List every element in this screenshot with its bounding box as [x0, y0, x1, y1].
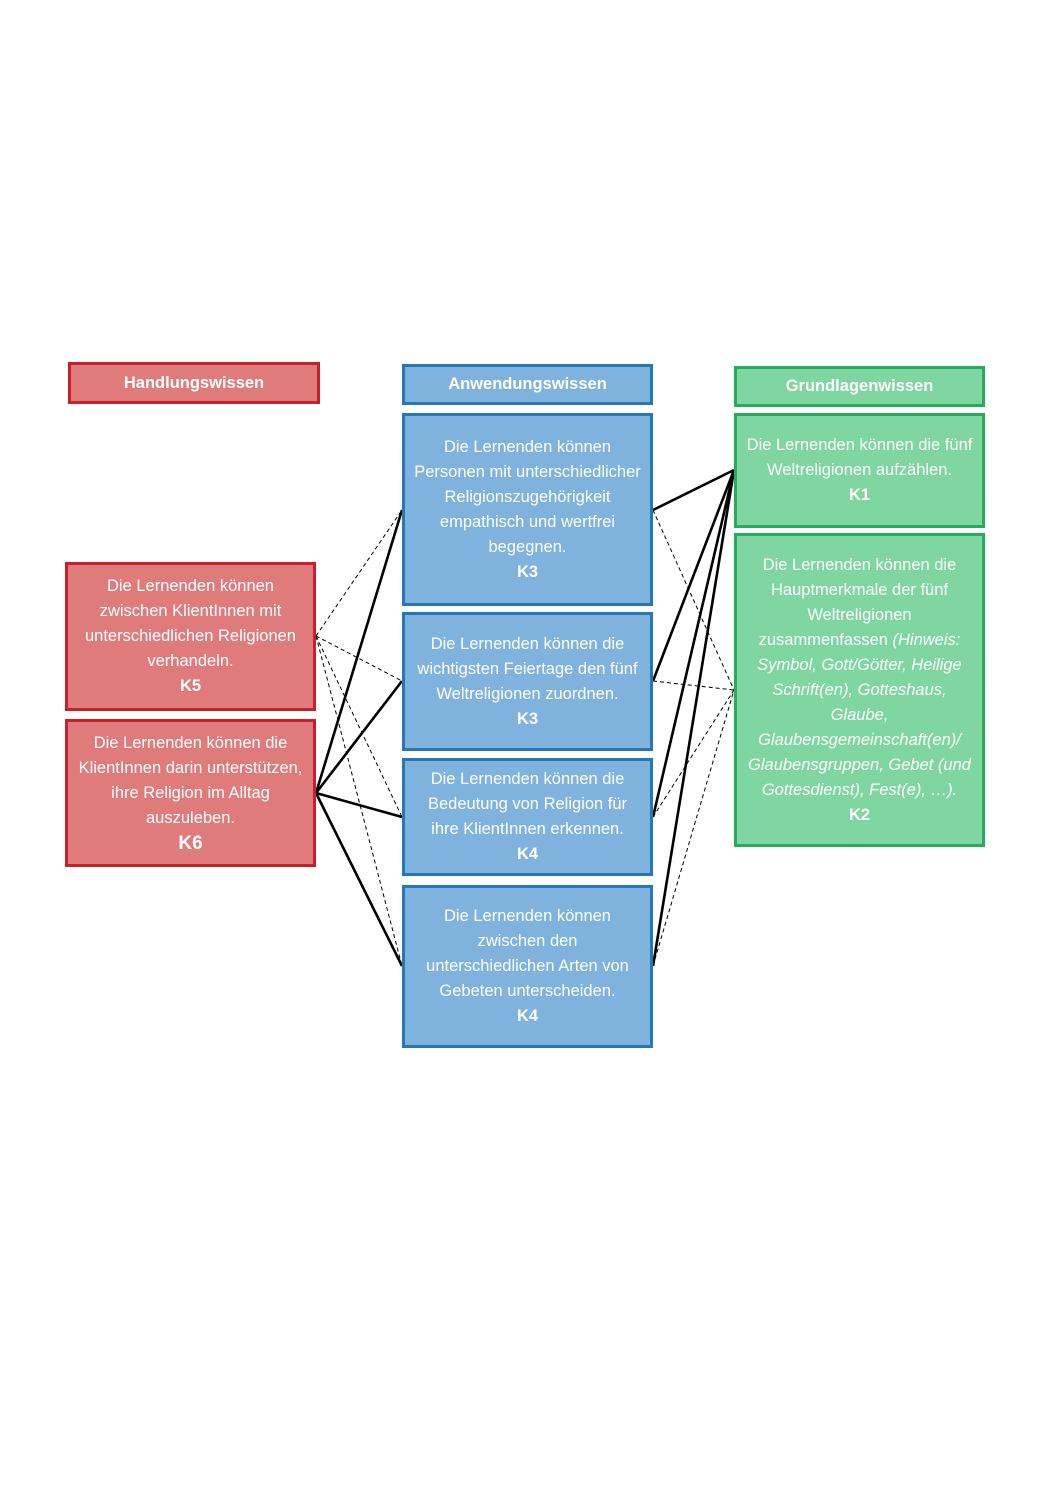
connector-k5-k3a-dashed [315, 509, 403, 637]
connector-k6-k4a-solid [315, 791, 403, 819]
header-handlungswissen: Handlungswissen [68, 362, 320, 404]
competence-code: K1 [848, 486, 871, 504]
competence-text-block: Die Lernenden können die Hauptmerkmale d… [745, 553, 974, 803]
connector-k6-k4b-solid [314, 792, 404, 967]
competence-text: Die Lernenden können die KlientInnen dar… [78, 733, 303, 827]
competence-box-k4-gebete: Die Lernenden können zwischen den unters… [402, 885, 653, 1048]
header-handlungswissen-label: Handlungswissen [123, 373, 265, 392]
header-anwendungswissen-label: Anwendungswissen [448, 375, 607, 393]
connector-k3b-k2-dashed [652, 680, 735, 691]
competence-code: K4 [516, 1007, 539, 1025]
competence-box-k3-begegnen: Die Lernenden können Personen mit unters… [402, 413, 653, 606]
competence-text: Die Lernenden können die Bedeutung von R… [427, 770, 628, 838]
connector-k3b-k1-solid [651, 469, 736, 682]
competence-text: Die Lernenden können die wichtigsten Fei… [417, 634, 638, 703]
connector-k3a-k1-solid [652, 468, 735, 512]
competence-box-k6: Die Lernenden können die KlientInnen dar… [65, 719, 316, 867]
competence-code: K5 [179, 677, 202, 695]
connector-k4b-k1-solid [651, 469, 736, 967]
competence-text: Die Lernenden können die Hauptmerkmale d… [758, 555, 957, 649]
competence-box-k3-feiertage: Die Lernenden können die wichtigsten Fei… [402, 612, 653, 751]
competence-box-k5: Die Lernenden können zwischen KlientInne… [65, 562, 316, 711]
connector-k4b-k2-dashed [652, 689, 735, 967]
header-grundlagenwissen: Grundlagenwissen [734, 366, 985, 407]
competence-box-k4-bedeutung: Die Lernenden können die Bedeutung von R… [402, 758, 653, 876]
competence-code: K6 [178, 832, 203, 854]
competence-code: K3 [516, 709, 539, 728]
header-grundlagenwissen-label: Grundlagenwissen [785, 377, 934, 395]
connector-k5-k4a-dashed [315, 635, 403, 818]
connector-k3a-k2-dashed [652, 509, 735, 691]
competence-text: Die Lernenden können Personen mit unters… [414, 437, 641, 556]
connector-k5-k4b-dashed [315, 635, 403, 967]
competence-text: Die Lernenden können zwischen den unters… [426, 907, 629, 1000]
competence-code: K4 [516, 845, 539, 863]
competence-code: K2 [848, 805, 871, 824]
connector-k6-k3a-solid [314, 509, 404, 794]
competence-code: K3 [516, 562, 539, 581]
competence-box-k2: Die Lernenden können die Hauptmerkmale d… [734, 533, 985, 847]
connector-k6-k3b-solid [314, 680, 404, 794]
competence-box-k1: Die Lernenden können die fünf Weltreligi… [734, 413, 985, 528]
connector-k5-k3b-dashed [315, 635, 403, 682]
competence-text: Die Lernenden können die fünf Weltreligi… [746, 436, 973, 479]
connector-k4a-k2-dashed [652, 689, 735, 818]
competence-note: (Hinweis: Symbol, Gott/Götter, Heilige S… [748, 630, 971, 799]
competence-text: Die Lernenden können zwischen KlientInne… [85, 577, 296, 670]
header-anwendungswissen: Anwendungswissen [402, 364, 653, 405]
connector-k4a-k1-solid [651, 469, 736, 818]
